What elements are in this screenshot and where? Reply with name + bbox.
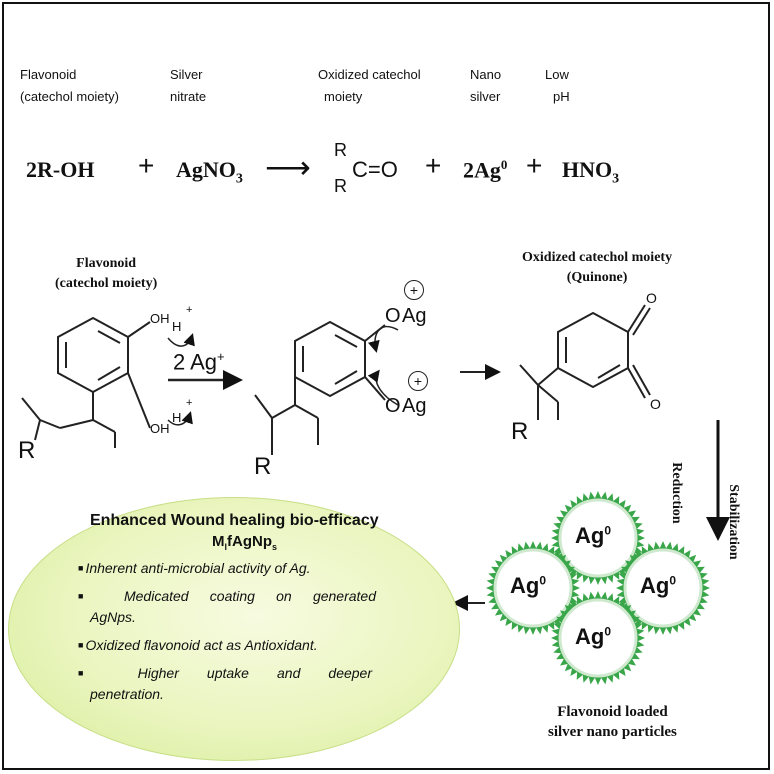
equation-product-ag: 2Ag0 — [463, 157, 508, 183]
equation-arrow: ⟶ — [265, 149, 311, 185]
r-group-quinone: R — [511, 418, 529, 445]
h-top: H — [172, 319, 182, 334]
quinone-ring — [519, 304, 651, 420]
flavonoid-ring — [21, 316, 151, 448]
o-top-intermediate: O — [385, 305, 401, 327]
np-label-top: Ag0 — [575, 523, 612, 548]
equation-product-hno3: HNO3 — [562, 157, 620, 187]
plus-circle-top: + — [404, 280, 424, 300]
np-label-right: Ag0 — [640, 573, 677, 598]
r-group-flavonoid: R — [18, 437, 36, 464]
bullet-uptake-cont: penetration. — [90, 686, 164, 702]
label-flavonoid-top: Flavonoid(catechol moiety) — [20, 67, 119, 104]
h-bottom: H — [172, 410, 182, 425]
bullet-uptake: ■ Higher uptake and deeper — [78, 665, 372, 681]
equation-reactant-1: 2R-OH — [26, 157, 95, 182]
r-group-intermediate: R — [254, 453, 272, 480]
efficacy-title: Enhanced Wound healing bio-efficacy — [90, 512, 379, 529]
ag-bottom-intermediate: Ag — [402, 395, 427, 417]
ketone-co: C=O — [352, 157, 398, 182]
ketone-r-bottom: R — [334, 176, 347, 196]
plus-circle-bottom: + — [408, 371, 428, 391]
bullet-antioxidant: ■Oxidized flavonoid act as Antioxidant. — [78, 637, 318, 653]
label-quinone: Oxidized catechol moiety(Quinone) — [522, 250, 673, 285]
label-reduction: Reduction — [669, 462, 684, 524]
quinone-o-top: O — [646, 290, 657, 306]
equation-plus-1: + — [138, 150, 155, 181]
nanoparticle-group — [486, 491, 710, 685]
intermediate-ring — [254, 320, 386, 455]
ag-top-intermediate: Ag — [402, 305, 427, 327]
np-bottom-core — [558, 598, 638, 678]
bullet-medicated-coating-cont: AgNps. — [90, 609, 136, 625]
efficacy-subtitle: MlfAgNps — [212, 533, 278, 552]
oh-top: OH — [150, 311, 170, 326]
bullet-medicated-coating: ■ Medicated coating on generated — [78, 588, 376, 604]
label-flavonoid-mechanism: Flavonoid(catechol moiety) — [55, 256, 158, 291]
equation-plus-2: + — [425, 150, 442, 181]
quinone-o-bottom: O — [650, 396, 661, 412]
oh-bottom: OH — [150, 421, 170, 436]
np-top-core — [558, 498, 638, 578]
np-left-core — [493, 548, 573, 628]
h-bottom-plus: + — [186, 397, 193, 409]
reagent-2ag: 2 Ag+ — [173, 349, 225, 375]
ketone-r-top: R — [334, 140, 347, 160]
equation-reactant-2: AgNO3 — [176, 157, 243, 187]
h-top-plus: + — [186, 304, 193, 316]
equation-plus-3: + — [526, 150, 543, 181]
np-label-bottom: Ag0 — [575, 624, 612, 649]
np-right-core — [623, 548, 703, 628]
efficacy-ellipse — [8, 497, 460, 761]
np-label-left: Ag0 — [510, 573, 547, 598]
o-bottom-intermediate: O — [385, 395, 401, 417]
bullet-antimicrobial: ■Inherent anti-microbial activity of Ag. — [78, 560, 311, 576]
